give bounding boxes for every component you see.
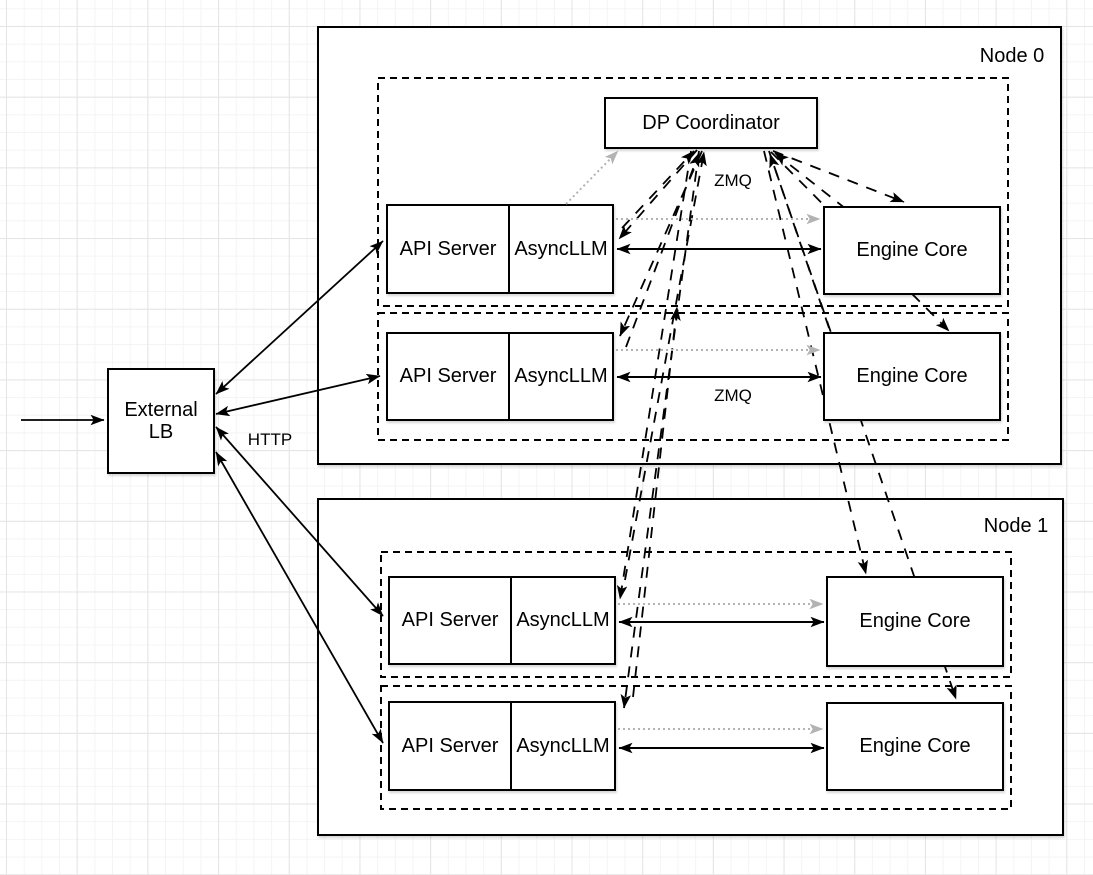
engine-core-box-1 xyxy=(823,206,1001,295)
api-server-box-3 xyxy=(388,576,616,665)
dp-coordinator-box xyxy=(604,97,818,149)
engine-core-2-to-coordinator-arrow xyxy=(769,153,830,329)
zmq-label-top: ZMQ xyxy=(714,171,752,190)
external-lb-box xyxy=(107,368,215,474)
coordinator-to-engine-core-1-arrow xyxy=(772,150,905,203)
api-server-box-1 xyxy=(386,204,614,294)
http-label: HTTP xyxy=(247,430,293,449)
asyncllm-1-coordinator-dotted-arrow xyxy=(565,150,619,205)
api-server-label-3: API Server xyxy=(401,609,499,631)
replica-container-row4 xyxy=(380,685,1012,810)
api-server-box-4 xyxy=(388,701,616,791)
replica-container-row3 xyxy=(380,551,1012,678)
lb-api-server-4-arrow xyxy=(215,451,384,744)
asyncllm-label-1: AsyncLLM xyxy=(514,238,608,260)
asyncllm-label-4: AsyncLLM xyxy=(516,735,610,757)
api-server-label-4: API Server xyxy=(401,735,499,757)
api-server-label-2: API Server xyxy=(399,365,497,387)
lb-api-server-2-arrow xyxy=(215,373,381,417)
asyncllm-3-to-coordinator-arrow xyxy=(624,151,707,581)
api-server-label-1: API Server xyxy=(399,238,497,260)
engine-core-label-1: Engine Core xyxy=(856,239,968,261)
coordinator-to-asyncllm-2-arrow xyxy=(619,150,703,337)
asyncllm-1-to-coordinator-arrow xyxy=(621,150,695,229)
engine-core-1-to-coordinator-arrow xyxy=(774,152,847,210)
replica-container-row1 xyxy=(377,77,1009,307)
external-lb-label-line1: External xyxy=(124,399,198,421)
asyncllm-label-2: AsyncLLM xyxy=(514,365,608,387)
external-lb-label-line2: LB xyxy=(148,421,174,443)
zmq-label-row2: ZMQ xyxy=(714,386,752,405)
coordinator-to-asyncllm-4-arrow xyxy=(620,150,700,709)
lb-api-server-1-arrow xyxy=(215,240,384,395)
engine-core-box-4 xyxy=(826,702,1004,791)
node-1-label: Node 1 xyxy=(983,515,1049,537)
node-0-label: Node 0 xyxy=(979,45,1045,67)
replica-container-row2 xyxy=(377,312,1009,441)
dp-coordinator-label: DP Coordinator xyxy=(642,112,780,134)
engine-core-label-2: Engine Core xyxy=(856,365,968,387)
coordinator-to-engine-core-3-arrow xyxy=(763,150,868,575)
engine-core-label-3: Engine Core xyxy=(859,610,971,632)
engine-core-box-2 xyxy=(823,332,1001,421)
engine-core-box-3 xyxy=(826,576,1004,667)
api-server-box-2 xyxy=(386,332,614,421)
asyncllm-label-3: AsyncLLM xyxy=(516,609,610,631)
engine-core-label-4: Engine Core xyxy=(859,735,971,757)
